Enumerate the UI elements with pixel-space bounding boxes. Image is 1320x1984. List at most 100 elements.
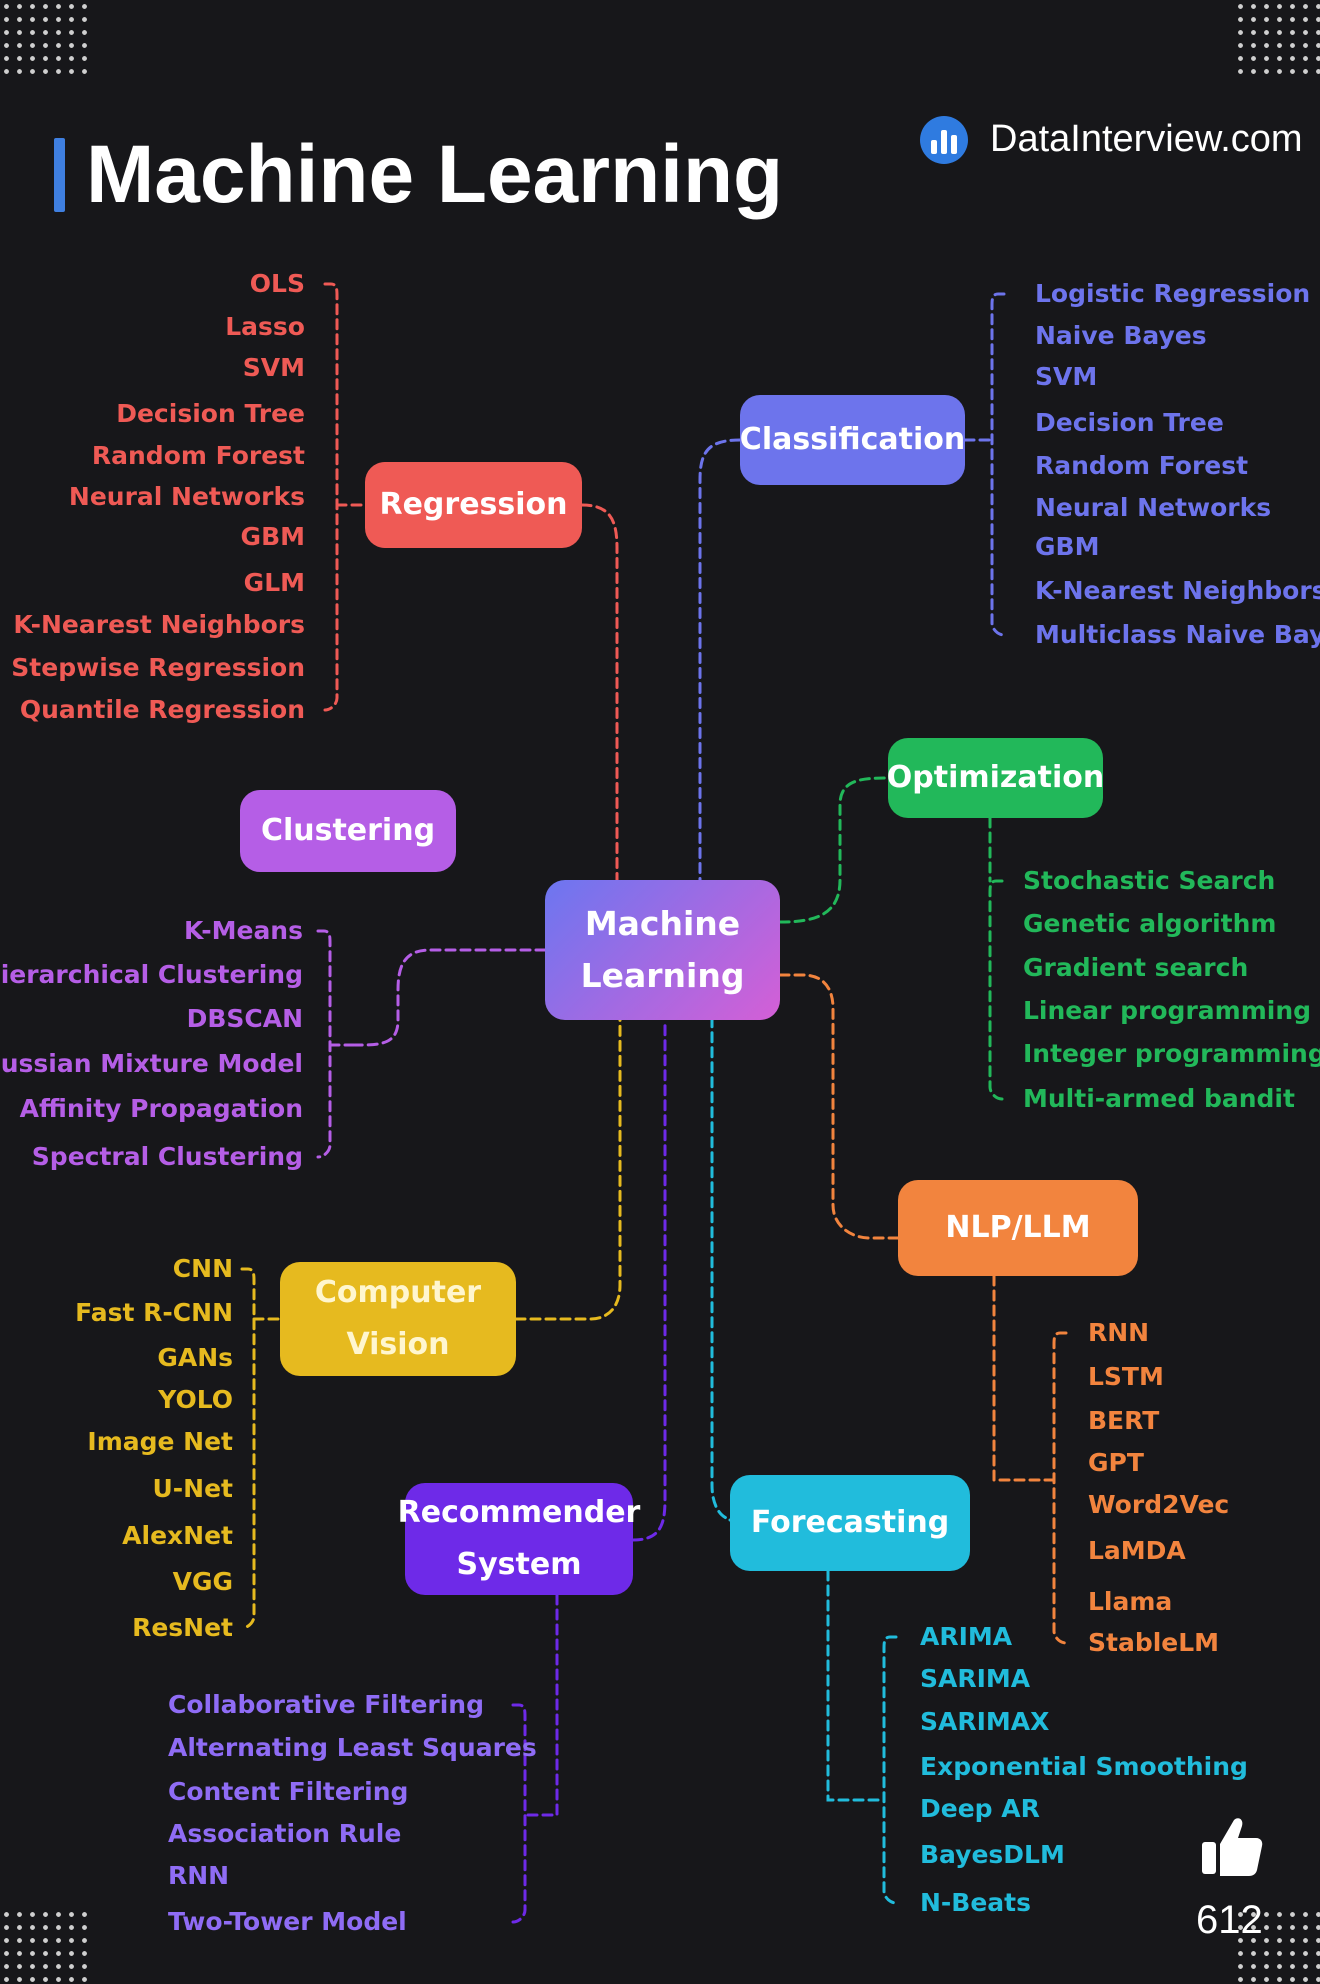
item-computer-vision: ResNet	[132, 1613, 233, 1642]
item-nlp-llm: LaMDA	[1088, 1536, 1186, 1565]
item-computer-vision: VGG	[172, 1567, 233, 1596]
item-classification: K-Nearest Neighbors	[1035, 576, 1320, 605]
item-recommender: Association Rule	[168, 1819, 402, 1848]
item-forecasting: Deep AR	[920, 1794, 1040, 1823]
node-machine-learning[interactable]: Machine Learning	[545, 880, 780, 1020]
link-nlp-llm	[778, 973, 900, 1240]
item-clustering: Hierarchical Clustering	[0, 960, 303, 989]
item-nlp-llm: GPT	[1088, 1448, 1144, 1477]
bracket-recommender	[511, 1703, 527, 1924]
item-forecasting: SARIMAX	[920, 1707, 1050, 1736]
item-forecasting: ARIMA	[920, 1622, 1013, 1651]
item-computer-vision: Image Net	[87, 1427, 233, 1456]
item-clustering: Gaussian Mixture Model	[0, 1049, 303, 1078]
item-regression: K-Nearest Neighbors	[13, 610, 305, 639]
item-nlp-llm: StableLM	[1088, 1628, 1220, 1657]
item-optimization: Integer programming	[1023, 1039, 1320, 1068]
bracket-link-nlp-llm	[992, 1274, 1056, 1482]
item-computer-vision: GANs	[157, 1343, 233, 1372]
item-recommender: Collaborative Filtering	[168, 1690, 484, 1719]
item-classification: Logistic Regression	[1035, 279, 1311, 308]
item-recommender: Content Filtering	[168, 1777, 409, 1806]
corner-dots-bottom-left	[0, 1908, 90, 1983]
item-recommender: RNN	[168, 1861, 230, 1890]
item-classification: Random Forest	[1035, 451, 1249, 480]
node-computer-vision[interactable]: Computer Vision	[280, 1262, 516, 1376]
item-computer-vision: U-Net	[152, 1474, 233, 1503]
bar-chart-logo-icon	[920, 116, 968, 164]
item-optimization: Linear programming	[1023, 996, 1312, 1025]
item-regression: SVM	[242, 353, 305, 382]
thumbs-up-icon[interactable]	[1196, 1812, 1266, 1882]
bracket-regression	[323, 282, 339, 712]
item-computer-vision: CNN	[172, 1254, 233, 1283]
item-classification: Decision Tree	[1035, 408, 1224, 437]
item-clustering: DBSCAN	[186, 1004, 303, 1033]
bracket-computer-vision	[240, 1267, 256, 1630]
bracket-link-forecasting	[826, 1569, 886, 1802]
corner-dots-bottom-right	[1234, 1908, 1320, 1983]
item-classification: Naive Bayes	[1035, 321, 1207, 350]
item-nlp-llm: Llama	[1088, 1587, 1173, 1616]
corner-dots-top-right	[1234, 0, 1320, 75]
item-forecasting: BayesDLM	[920, 1840, 1065, 1869]
page-title: Machine Learning	[86, 129, 784, 220]
node-forecasting[interactable]: Forecasting	[730, 1475, 970, 1571]
item-clustering: K-Means	[184, 916, 303, 945]
item-optimization: Multi-armed bandit	[1023, 1084, 1295, 1113]
node-nlp-llm[interactable]: NLP/LLM	[898, 1180, 1138, 1276]
item-nlp-llm: LSTM	[1088, 1362, 1164, 1391]
item-regression: Quantile Regression	[19, 695, 305, 724]
item-regression: Neural Networks	[68, 482, 305, 511]
item-recommender: Two-Tower Model	[168, 1907, 407, 1936]
node-recommender[interactable]: Recommender System	[398, 1483, 640, 1595]
item-nlp-llm: RNN	[1088, 1318, 1150, 1347]
item-clustering: Spectral Clustering	[31, 1142, 303, 1171]
item-classification: Multiclass Naive Bayes	[1035, 620, 1320, 649]
node-classification[interactable]: Classification	[740, 395, 965, 485]
item-optimization: Genetic algorithm	[1023, 909, 1277, 938]
item-forecasting: Exponential Smoothing	[920, 1752, 1248, 1781]
bracket-link-recommender	[523, 1593, 559, 1817]
brand-link[interactable]: DataInterview.com	[990, 118, 1303, 160]
link-clustering	[353, 948, 547, 1047]
item-computer-vision: AlexNet	[122, 1521, 233, 1550]
item-classification: GBM	[1035, 532, 1100, 561]
item-forecasting: SARIMA	[920, 1664, 1031, 1693]
item-nlp-llm: Word2Vec	[1088, 1490, 1230, 1519]
item-clustering: Affinity Propagation	[19, 1094, 303, 1123]
bracket-classification	[990, 292, 1006, 637]
item-recommender: Alternating Least Squares	[168, 1733, 537, 1762]
item-computer-vision: YOLO	[158, 1385, 233, 1414]
item-computer-vision: Fast R-CNN	[75, 1298, 233, 1327]
item-regression: Decision Tree	[116, 399, 305, 428]
node-clustering[interactable]: Clustering	[240, 790, 456, 872]
likes-count: 612	[1196, 1898, 1263, 1942]
item-forecasting: N-Beats	[920, 1888, 1032, 1917]
item-regression: GLM	[243, 568, 305, 597]
corner-dots-top-left	[0, 0, 90, 75]
item-nlp-llm: BERT	[1088, 1406, 1160, 1435]
link-forecasting	[710, 1018, 736, 1522]
node-optimization[interactable]: Optimization	[887, 738, 1104, 818]
item-regression: Random Forest	[91, 441, 305, 470]
bracket-forecasting	[882, 1635, 898, 1905]
node-regression[interactable]: Regression	[365, 462, 582, 548]
link-regression	[580, 503, 619, 882]
item-regression: GBM	[240, 522, 305, 551]
link-classification	[698, 438, 742, 882]
bracket-clustering	[316, 929, 332, 1159]
link-optimization	[778, 776, 890, 924]
bracket-nlp-llm	[1052, 1331, 1068, 1645]
item-classification: SVM	[1035, 362, 1098, 391]
link-computer-vision	[514, 1018, 622, 1321]
item-optimization: Gradient search	[1023, 953, 1249, 982]
item-regression: Lasso	[225, 312, 305, 341]
item-regression: Stepwise Regression	[11, 653, 305, 682]
title-accent-bar	[54, 138, 65, 212]
item-classification: Neural Networks	[1035, 493, 1272, 522]
item-optimization: Stochastic Search	[1023, 866, 1276, 895]
link-recommender	[631, 1018, 667, 1542]
